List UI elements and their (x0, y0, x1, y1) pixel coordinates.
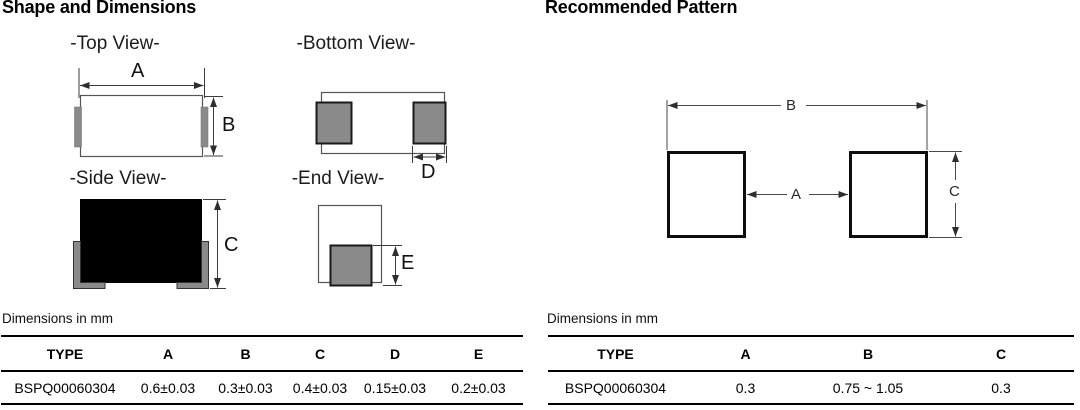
left-table-data-row: BSPQ00060304 0.6±0.03 0.3±0.03 0.4±0.03 … (1, 371, 523, 404)
table-header-cell: A (162, 345, 174, 362)
table-header-cell: B (862, 345, 874, 362)
end-view-drawing (317, 204, 402, 287)
top-view-left-terminal (74, 106, 82, 148)
end-view-terminal (329, 244, 373, 287)
left-section-title: Shape and Dimensions (2, 0, 197, 17)
side-view-body (80, 199, 202, 283)
dim-letter-e: E (401, 252, 415, 274)
side-view-label: -Side View- (69, 168, 167, 189)
table-header-cell: TYPE (597, 345, 634, 362)
bottom-view-left-pad (315, 101, 353, 145)
table-cell: 0.3 (991, 379, 1011, 396)
top-view-body (79, 94, 204, 158)
table-header-cell: TYPE (46, 345, 84, 362)
end-view-label: -End View- (291, 168, 385, 189)
table-header-cell: B (240, 345, 251, 362)
bottom-view-drawing (315, 91, 447, 163)
right-table-data-row: BSPQ00060304 0.3 0.75 ~ 1.05 0.3 (548, 371, 1074, 404)
top-view-drawing (74, 68, 223, 158)
table-cell: 0.75 ~ 1.05 (832, 379, 904, 396)
table-header-cell: E (473, 345, 484, 362)
table-header-cell: A (740, 345, 751, 362)
side-view-drawing (73, 199, 226, 289)
table-cell: 0.6±0.03 (140, 379, 196, 396)
right-units-note: Dimensions in mm (547, 311, 659, 326)
pattern-left-pad (667, 151, 746, 238)
table-header-cell: C (314, 345, 326, 362)
right-table-header-row: TYPE A B C (548, 336, 1074, 371)
dim-letter-a: A (131, 60, 145, 82)
top-view-right-terminal (200, 106, 209, 148)
bottom-view-label: -Bottom View- (296, 33, 416, 54)
table-cell: 0.2±0.03 (451, 379, 506, 396)
table-cell: BSPQ00060304 (14, 379, 116, 396)
table-cell: 0.15±0.03 (363, 379, 427, 396)
right-section-title: Recommended Pattern (545, 0, 738, 17)
table-header-cell: D (389, 345, 401, 362)
side-view-right-terminal (176, 241, 209, 289)
dim-letter-b: B (222, 114, 236, 136)
table-cell: 0.4±0.03 (292, 379, 348, 396)
top-view-label: -Top View- (70, 33, 160, 54)
bottom-view-right-pad (412, 101, 447, 145)
table-cell: 0.3 (735, 379, 756, 396)
pattern-dim-letter-c: C (949, 183, 960, 200)
table-cell: BSPQ00060304 (564, 379, 667, 396)
pattern-dim-letter-b: B (786, 97, 797, 114)
right-spec-table: TYPE A B C BSPQ00060304 0.3 0.75 ~ 1.05 … (548, 335, 1074, 405)
left-units-note: Dimensions in mm (2, 311, 114, 326)
recommended-pattern-drawing (666, 100, 962, 238)
pattern-right-pad (849, 151, 928, 238)
table-cell: 0.3±0.03 (218, 379, 273, 396)
pattern-dim-letter-a: A (791, 186, 802, 203)
dim-letter-d: D (421, 161, 436, 183)
left-spec-table: TYPE A B C D E BSPQ00060304 0.6±0.03 0.3… (1, 335, 523, 405)
left-table-header-row: TYPE A B C D E (1, 336, 523, 371)
table-header-cell: C (995, 345, 1007, 362)
side-view-left-terminal (73, 241, 106, 289)
dim-letter-c: C (224, 234, 239, 256)
